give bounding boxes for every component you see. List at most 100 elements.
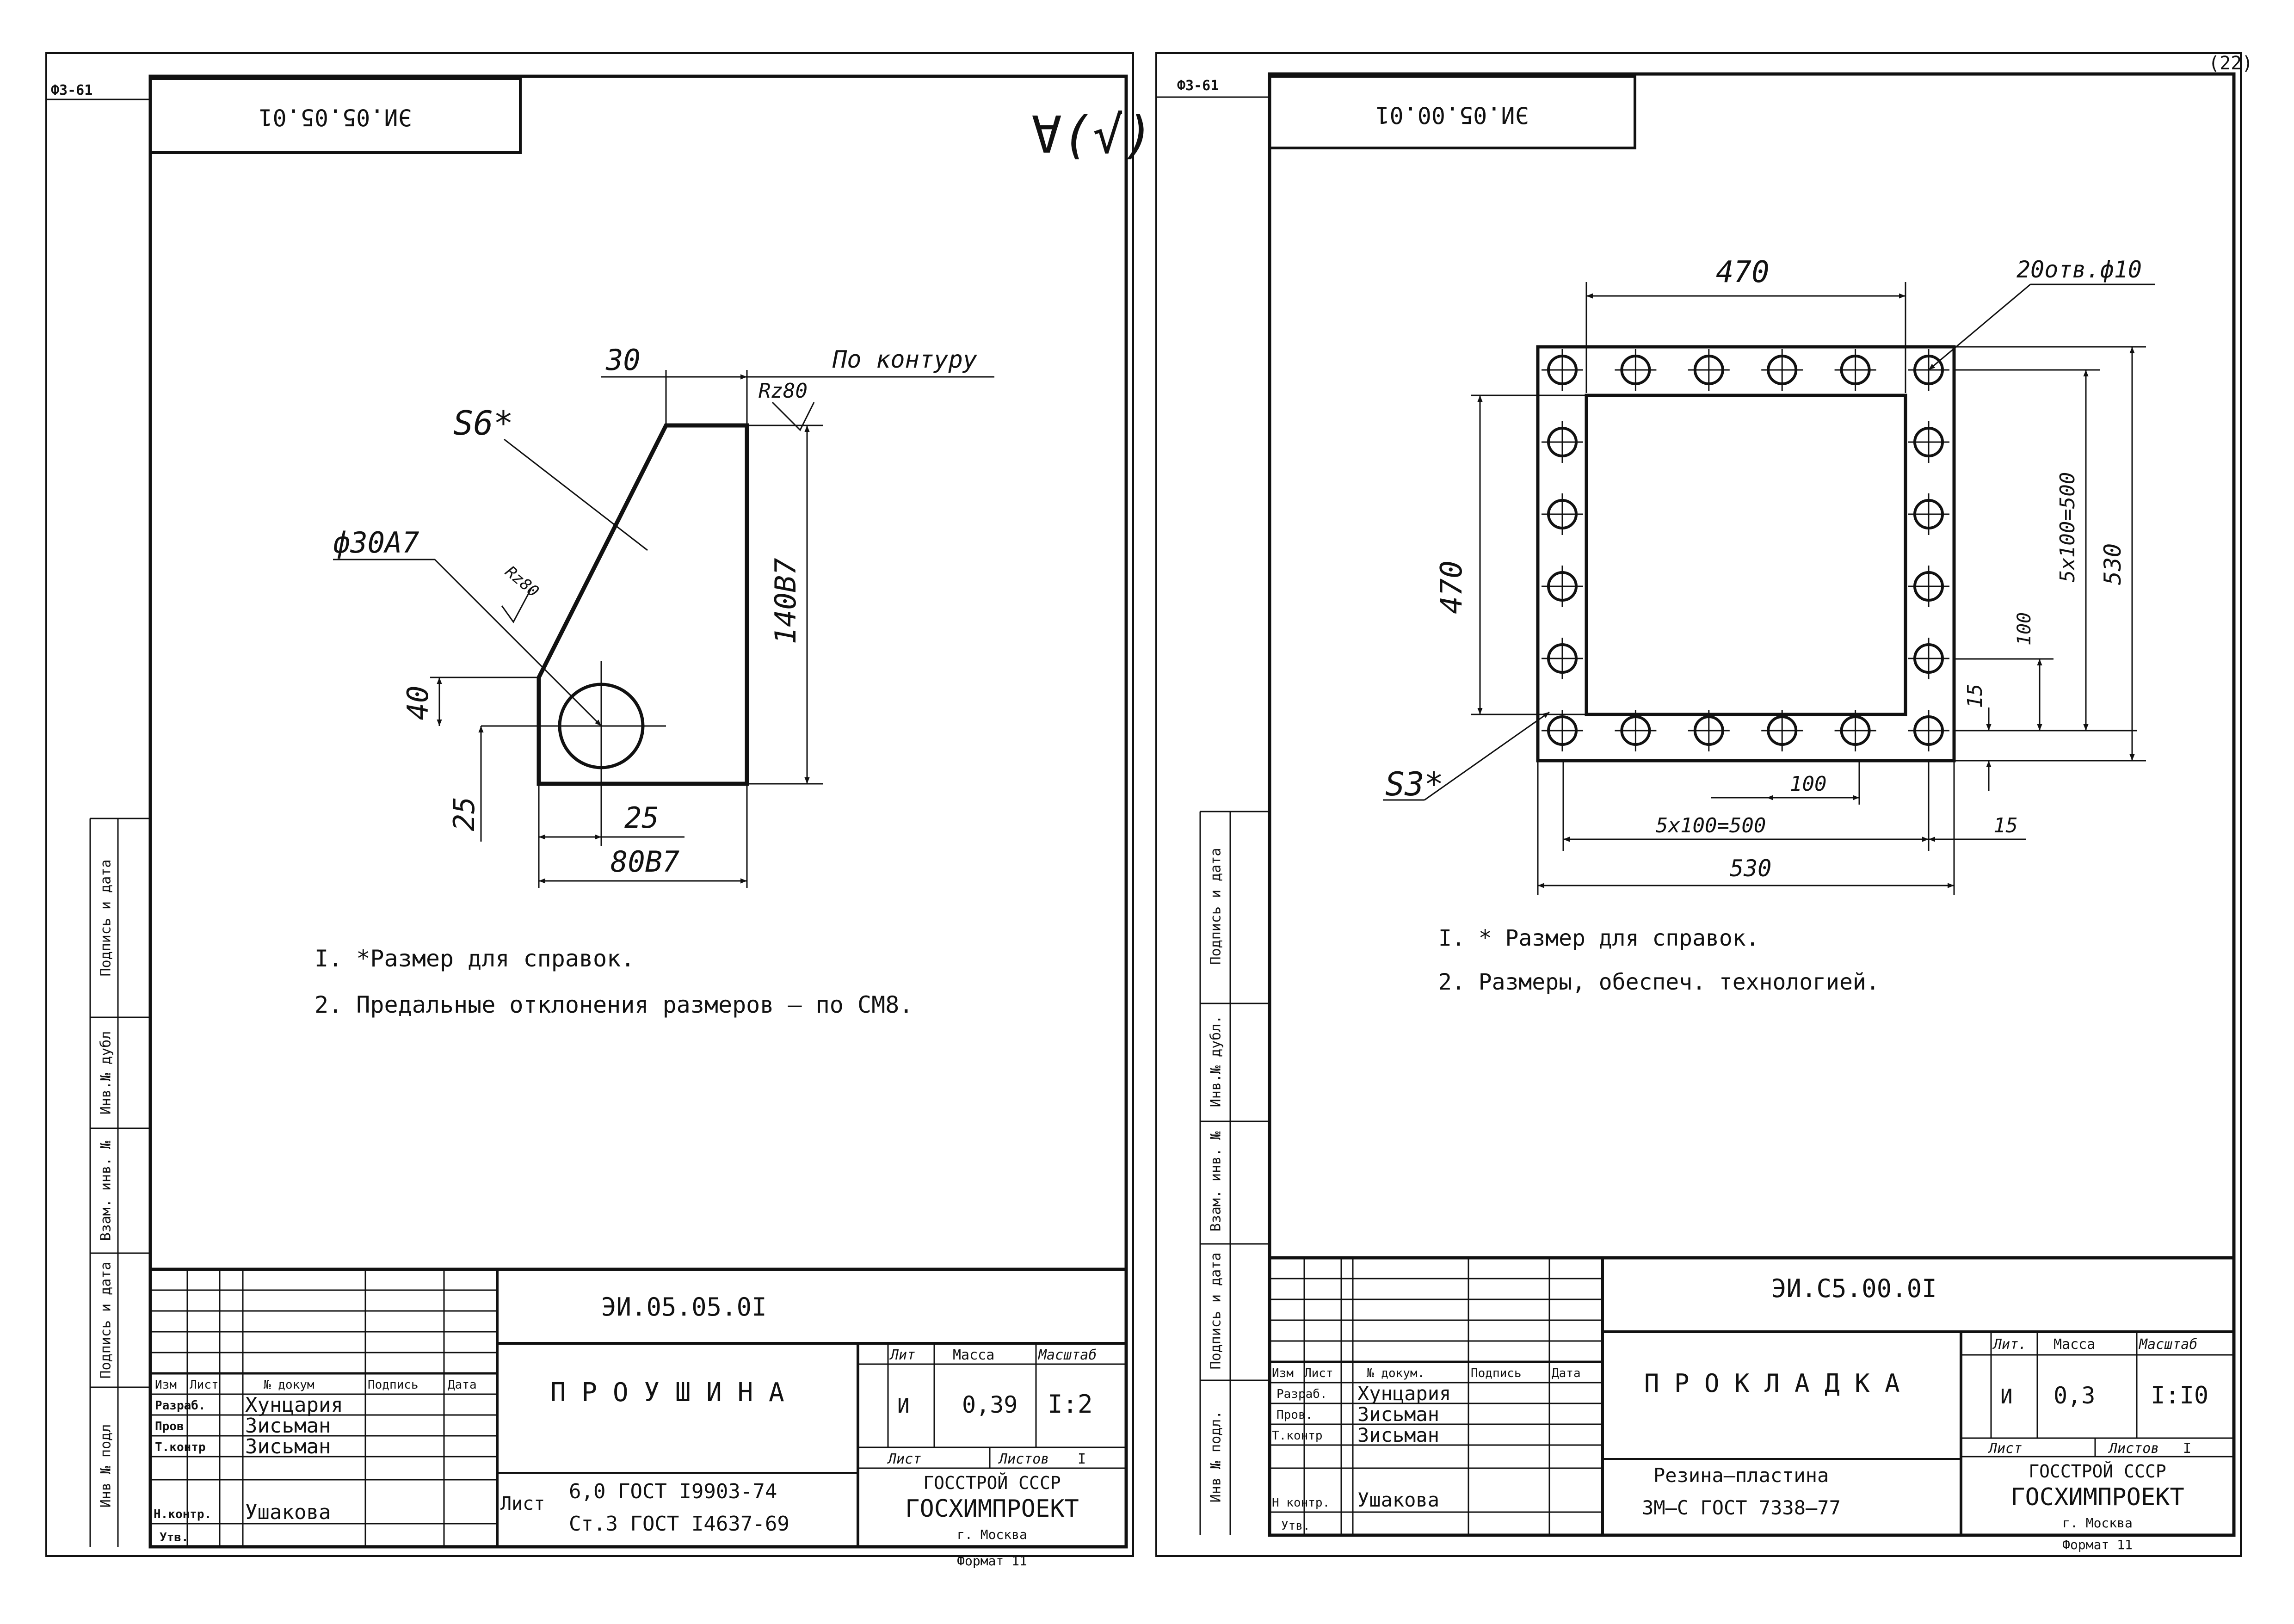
left-org-1: ГОССТРОЙ СССР (923, 1473, 1061, 1493)
right-side-label-1: Подпись и дата (1208, 848, 1224, 965)
gasket-dim-bottom-530: 530 (1730, 855, 1771, 882)
right-col-doc: № докум. (1367, 1366, 1424, 1380)
right-sheets-value: I (2183, 1440, 2191, 1457)
left-scale-label: Масштаб (1038, 1347, 1097, 1363)
left-org-2: ГОСХИМПРОЕКТ (905, 1495, 1079, 1523)
contour-label: По контуру (832, 346, 978, 374)
left-col-list: Лист (190, 1378, 219, 1392)
roughness-mark: ∀(√) (1031, 105, 1154, 165)
left-col-sign: Подпись (368, 1378, 419, 1392)
right-side-label-5: Инв № подл. (1208, 1411, 1224, 1503)
right-side-label-4: Подпись и дата (1208, 1253, 1224, 1370)
dim-40: 40 (401, 686, 435, 720)
gasket-dim-right-100: 100 (2014, 612, 2035, 646)
right-person-1: Хунцария (1357, 1382, 1451, 1405)
right-lit-value: И (2000, 1385, 2013, 1409)
gasket-dim-right-530: 530 (2099, 543, 2126, 585)
gasket-dim-top-470: 470 (1716, 255, 1770, 289)
left-sheet-label: Лист (887, 1451, 921, 1467)
left-role-5: Н.контр. (154, 1507, 211, 1521)
left-sheets-label: Листов (998, 1451, 1049, 1467)
right-sheets-label: Листов (2108, 1440, 2159, 1457)
right-doc-number: ЭИ.С5.00.0I (1771, 1274, 1937, 1303)
right-person-2: Зисьман (1357, 1403, 1439, 1426)
right-note-2: 2. Размеры, обеспеч. технологией. (1438, 969, 1880, 995)
right-format: Формат 11 (2062, 1537, 2133, 1552)
right-org-1: ГОССТРОЙ СССР (2029, 1461, 2166, 1482)
right-col-list: Лист (1304, 1366, 1333, 1380)
dim-s6: S6* (453, 404, 513, 443)
right-scale-value: I:I0 (2151, 1382, 2208, 1409)
left-role-6: Утв. (160, 1531, 189, 1544)
dim-140: 140B7 (769, 558, 802, 645)
eyelet-part (333, 370, 994, 888)
left-col-doc: № докум (264, 1378, 314, 1392)
left-note-2: 2. Предальные отклонения размеров – по С… (314, 991, 913, 1018)
left-lit-value: И (897, 1394, 910, 1418)
left-top-code: ЭИ.05.05.01 (259, 104, 412, 131)
dim-phi30: ф30A7 (333, 526, 419, 560)
right-col-date: Дата (1552, 1366, 1581, 1380)
left-side-label-1: Подпись и дата (98, 860, 114, 977)
right-mass-label: Масса (2054, 1336, 2095, 1353)
left-material-2: Ст.3 ГОСТ I4637-69 (569, 1512, 789, 1536)
left-material-prefix: Лист (500, 1493, 545, 1514)
right-part-name: П Р О К Л А Д К А (1644, 1369, 1900, 1398)
right-role-6: Утв. (1281, 1519, 1310, 1533)
right-person-3: Зисьман (1357, 1424, 1439, 1446)
right-col-sign: Подпись (1471, 1366, 1522, 1380)
left-title-block (150, 1267, 1126, 1548)
gasket-holes-label: 20отв.ф10 (2016, 256, 2142, 283)
right-side-label-2: Инв.№ дубл. (1208, 1015, 1224, 1107)
left-format-tag: Ф3-61 (51, 82, 92, 98)
dim-80: 80B7 (610, 845, 679, 879)
left-doc-number: ЭИ.05.05.0I (601, 1292, 767, 1322)
left-mass-value: 0,39 (962, 1391, 1018, 1418)
left-material-1: 6,0 ГОСТ I9903-74 (569, 1480, 777, 1503)
gasket-dim-left-470: 470 (1435, 560, 1469, 614)
left-format: Формат 11 (957, 1553, 1027, 1569)
right-title-block (1270, 1256, 2234, 1536)
gasket-dimensions (1383, 282, 2155, 895)
gasket-dim-bottom-100: 100 (1790, 772, 1826, 796)
gasket-dim-s3: S3* (1385, 765, 1443, 803)
left-scale-value: I:2 (1048, 1390, 1093, 1419)
gasket-dim-right-5x100: 5х100=500 (2056, 472, 2079, 582)
left-col-izm: Изм (155, 1378, 177, 1392)
dim-25-horizontal: 25 (624, 801, 659, 835)
left-side-label-4: Подпись и дата (98, 1262, 114, 1379)
left-role-1: Разраб. (155, 1399, 206, 1413)
left-person-5: Ушакова (245, 1501, 331, 1524)
right-role-3: Т.контр (1272, 1429, 1323, 1443)
right-org-3: г. Москва (2062, 1515, 2133, 1531)
right-format-tag: Ф3-61 (1177, 78, 1219, 94)
left-sheet (45, 52, 1134, 1557)
right-material-1: Резина–пластина (1653, 1464, 1829, 1487)
right-role-1: Разраб. (1276, 1387, 1327, 1401)
right-col-izm: Изм (1272, 1366, 1294, 1380)
left-note-1: I. *Размер для справок. (314, 945, 635, 972)
right-side-label-3: Взам. инв. № (1208, 1132, 1224, 1232)
left-lit-label: Лит (889, 1347, 915, 1363)
bolt-holes (1542, 349, 1949, 751)
gasket-dim-bottom-5x100: 5х100=500 (1656, 814, 1766, 837)
gasket-dim-bottom-15: 15 (1993, 814, 2018, 837)
right-person-5: Ушакова (1357, 1489, 1439, 1511)
right-org-2: ГОСХИМПРОЕКТ (2010, 1483, 2184, 1511)
left-mass-label: Масса (953, 1347, 994, 1363)
gasket-dim-right-15: 15 (1963, 684, 1987, 708)
dim-25-vertical: 25 (447, 797, 481, 831)
left-side-label-2: Инв.№ дубл (98, 1031, 114, 1115)
left-role-3: Т.контр (155, 1440, 206, 1454)
dim-rz80-top: Rz80 (758, 379, 808, 403)
left-role-2: Пров (155, 1420, 184, 1433)
left-side-label-3: Взам. инв. № (98, 1141, 114, 1241)
right-note-1: I. * Размер для справок. (1438, 925, 1759, 951)
right-lit-label: Лит. (1992, 1336, 2027, 1353)
right-mass-value: 0,3 (2054, 1382, 2095, 1409)
dim-30: 30 (605, 343, 641, 377)
left-sheets-value: I (1078, 1451, 1086, 1467)
right-role-2: Пров. (1276, 1408, 1313, 1422)
left-person-2: Зисьман (245, 1414, 331, 1438)
